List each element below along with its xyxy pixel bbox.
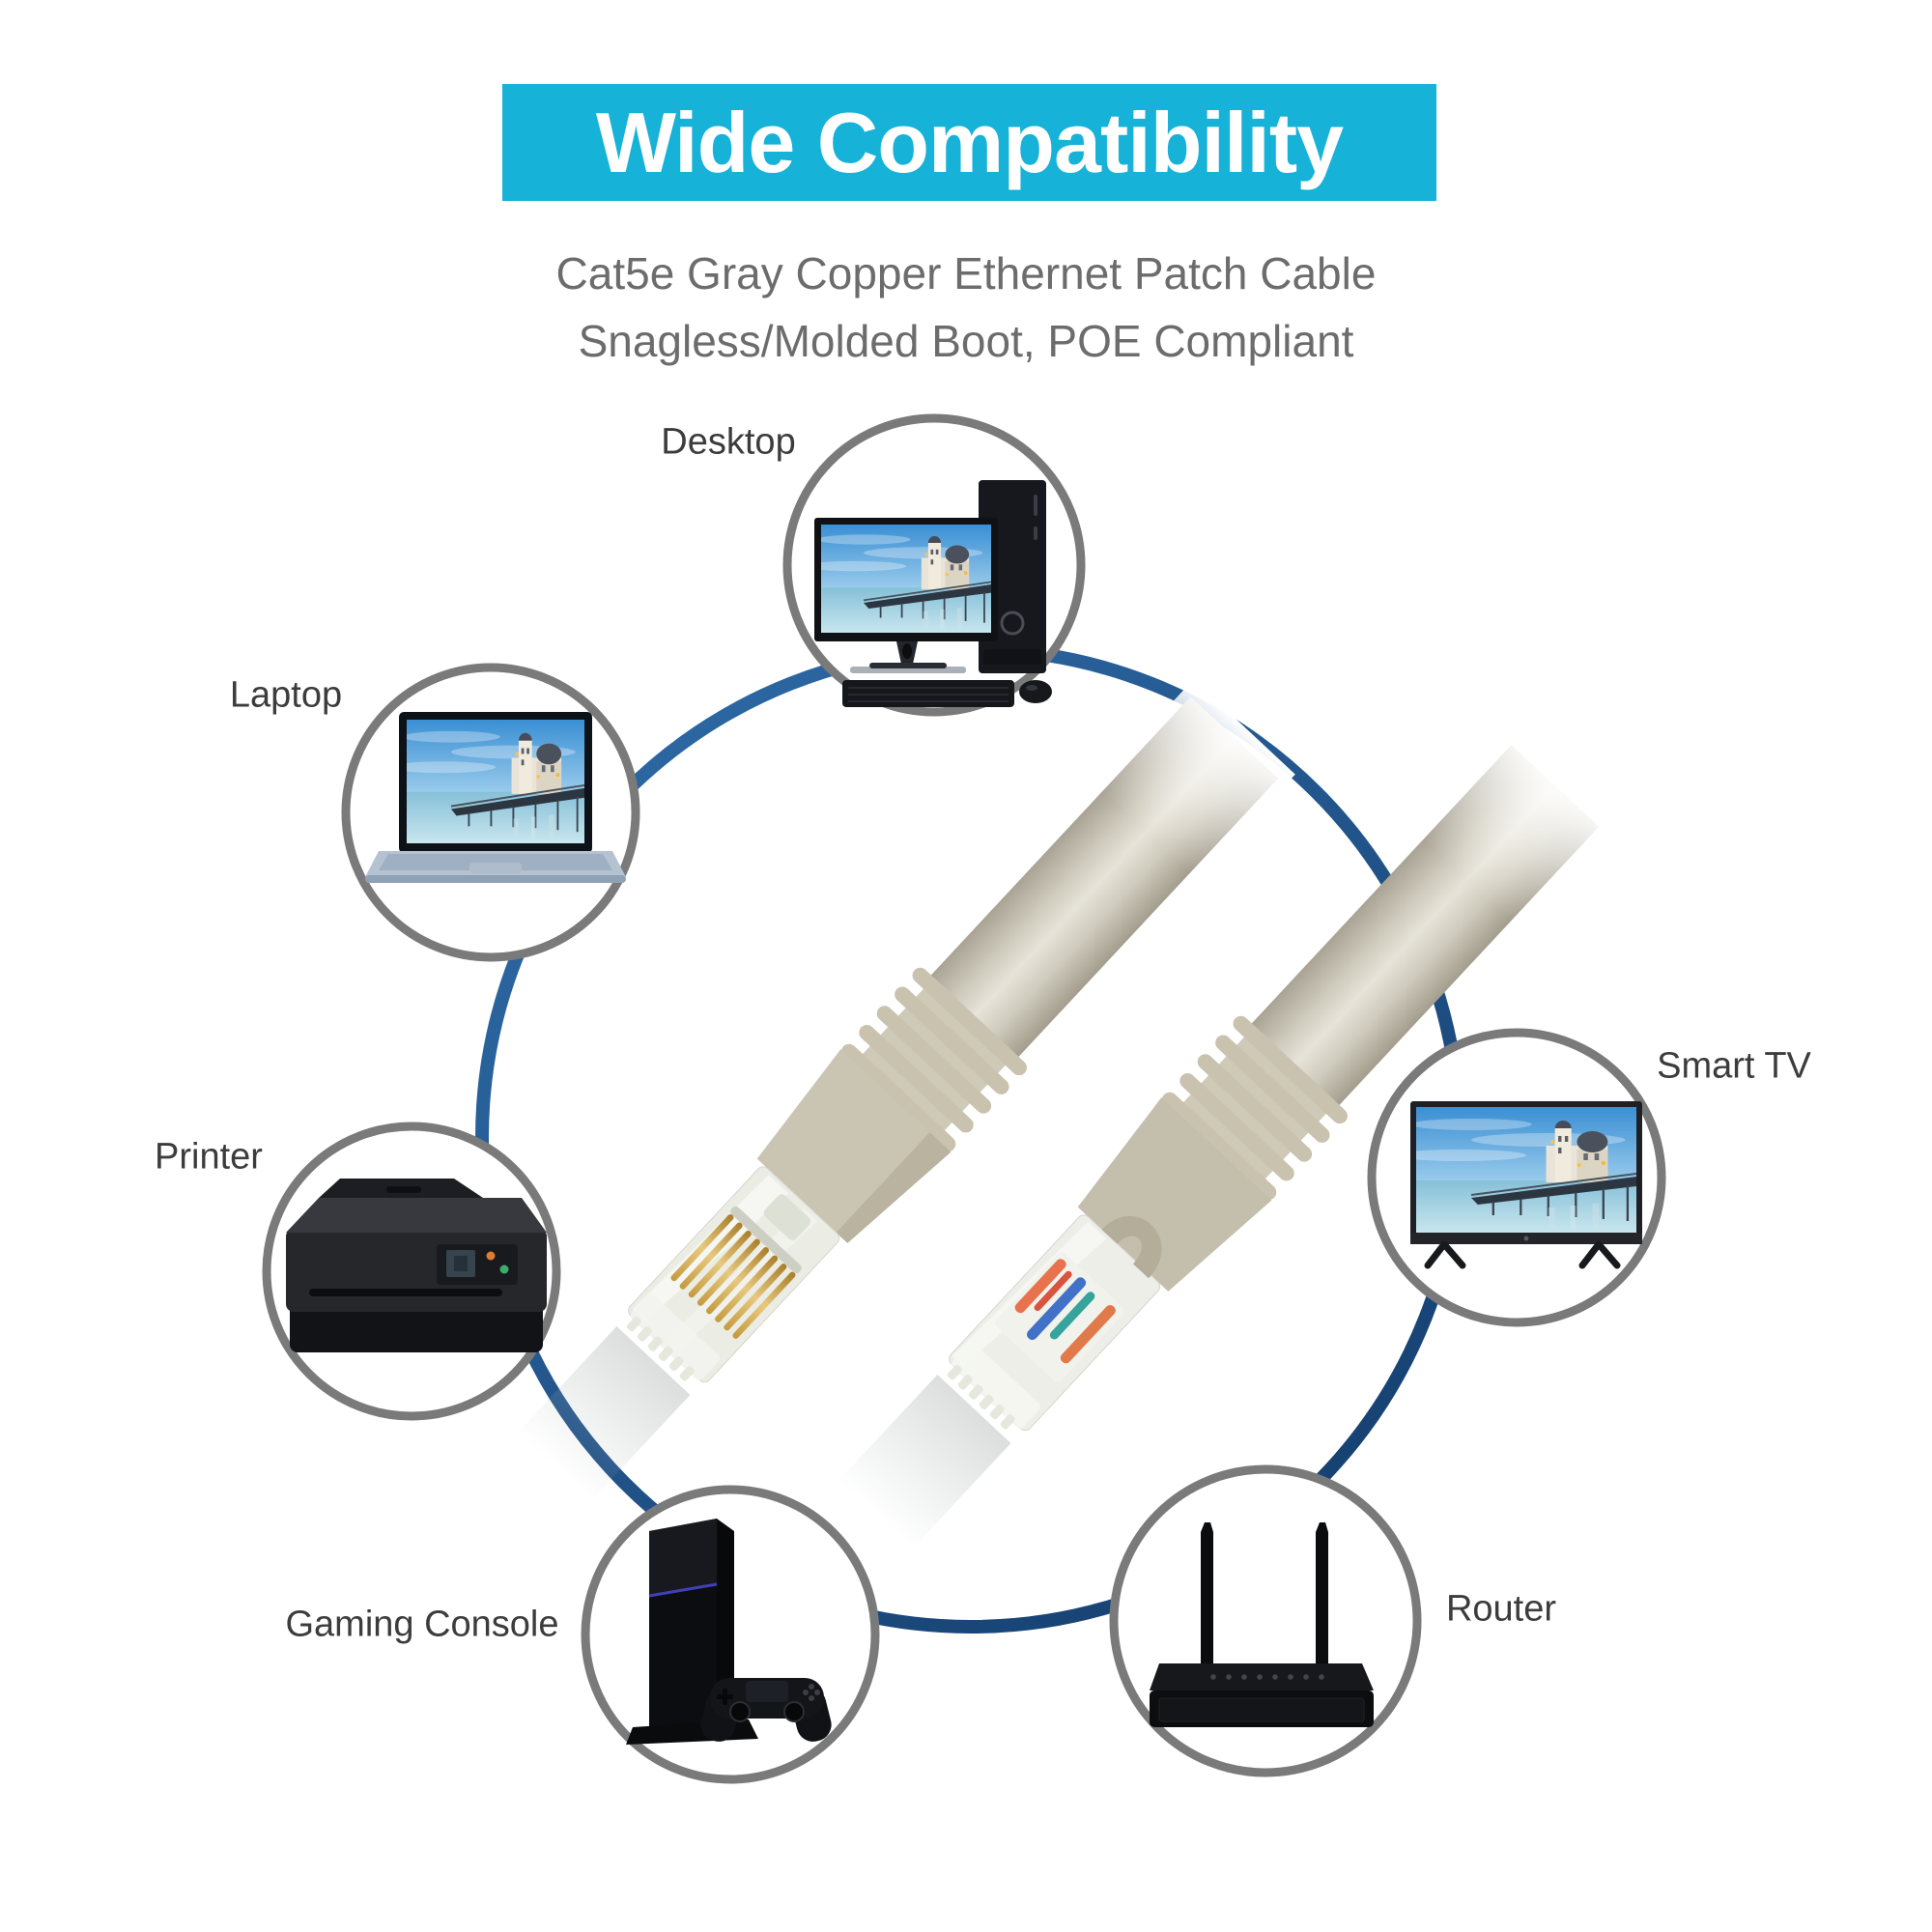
product-subtitle: Cat5e Gray Copper Ethernet Patch Cable S… xyxy=(0,240,1932,375)
subtitle-line-1: Cat5e Gray Copper Ethernet Patch Cable xyxy=(555,248,1377,298)
rj45-connector-right-icon xyxy=(838,727,1616,1549)
printer-icon xyxy=(286,1179,547,1352)
gaming-console-icon xyxy=(626,1519,832,1745)
page-title: Wide Compatibility xyxy=(595,94,1344,190)
device-label-router: Router xyxy=(1445,1588,1557,1630)
device-label-laptop: Laptop xyxy=(229,674,343,716)
device-label-desktop: Desktop xyxy=(661,421,796,463)
device-label-gaming-console: Gaming Console xyxy=(285,1604,559,1645)
device-label-printer: Printer xyxy=(155,1136,263,1178)
title-banner: Wide Compatibility xyxy=(502,84,1436,201)
device-label-smart-tv: Smart TV xyxy=(1657,1045,1811,1087)
desktop-computer-icon xyxy=(814,480,1052,707)
laptop-icon xyxy=(365,712,626,883)
ethernet-cable-rj45-connectors-image xyxy=(518,679,1616,1549)
smart-tv-icon xyxy=(1410,1101,1642,1269)
router-icon xyxy=(1150,1522,1374,1727)
rj45-connector-left-icon xyxy=(518,679,1295,1501)
subtitle-line-2: Snagless/Molded Boot, POE Compliant xyxy=(578,316,1354,366)
